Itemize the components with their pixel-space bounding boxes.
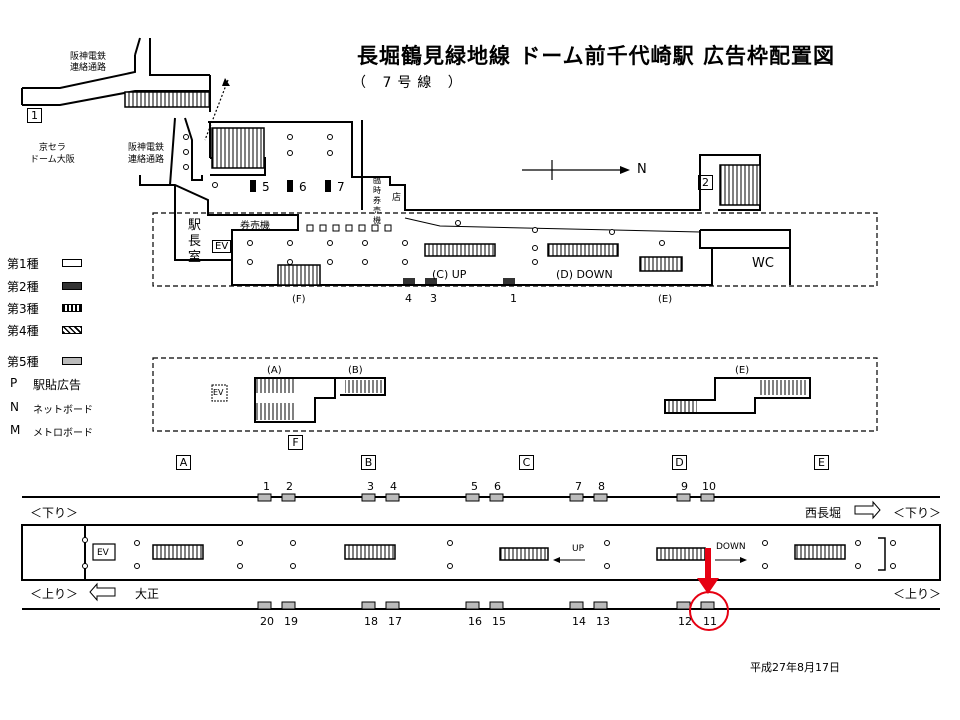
legend-n-label: ネットボード bbox=[33, 405, 93, 416]
ad-number: 20 bbox=[260, 615, 274, 628]
down-right-label: ＜下り＞ bbox=[893, 506, 942, 520]
ad-number: 8 bbox=[598, 480, 605, 493]
ad-number: 1 bbox=[263, 480, 270, 493]
exit-f-label: (F) bbox=[292, 294, 306, 305]
ad-number: 13 bbox=[596, 615, 610, 628]
ad-number: 3 bbox=[367, 480, 374, 493]
swatch-type1 bbox=[62, 259, 82, 267]
ad-number: 17 bbox=[388, 615, 402, 628]
ad-number: 18 bbox=[364, 615, 378, 628]
platform-up-label: UP bbox=[572, 544, 585, 554]
legend-type3: 第3種 bbox=[7, 302, 39, 316]
legend-m-label: メトロボード bbox=[33, 428, 93, 439]
legend-m-key: M bbox=[10, 423, 21, 437]
taisho-label: 大正 bbox=[135, 587, 160, 601]
legend-type2: 第2種 bbox=[7, 280, 39, 294]
hanshin-top-label: 阪神電鉄 連絡通路 bbox=[70, 52, 107, 73]
down-stairs-label: (D) DOWN bbox=[556, 268, 613, 281]
platform-down-label: DOWN bbox=[716, 542, 746, 552]
mid-f-box: F bbox=[288, 435, 303, 450]
hanshin-mid-label: 阪神電鉄 連絡通路 bbox=[128, 143, 165, 165]
exit-e-label: (E) bbox=[658, 294, 673, 305]
temp-ticket-label: 臨時券売機 bbox=[373, 176, 381, 225]
legend-type4: 第4種 bbox=[7, 324, 39, 338]
ad-number: 16 bbox=[468, 615, 482, 628]
ad-1: 1 bbox=[510, 292, 517, 305]
legend-n-key: N bbox=[10, 400, 19, 414]
ticket-machines-label: 券売機 bbox=[240, 221, 270, 232]
ad-number: 14 bbox=[572, 615, 586, 628]
ad-number: 5 bbox=[471, 480, 478, 493]
exit-2-box: 2 bbox=[698, 175, 713, 190]
swatch-type2 bbox=[62, 282, 82, 290]
ad-number: 7 bbox=[575, 480, 582, 493]
section-a: A bbox=[176, 455, 191, 470]
station-office-label: 駅長室 bbox=[188, 218, 202, 265]
section-d: D bbox=[672, 455, 687, 470]
ad-number: 10 bbox=[702, 480, 716, 493]
page-subtitle: （ 7号線 ） bbox=[352, 75, 468, 91]
ad-number: 15 bbox=[492, 615, 506, 628]
board-5: 5 bbox=[262, 180, 270, 194]
ad-number: 6 bbox=[494, 480, 501, 493]
legend-p-label: 駅貼広告 bbox=[33, 378, 82, 392]
up-right-label: ＜上り＞ bbox=[893, 587, 942, 601]
swatch-type4 bbox=[62, 326, 82, 334]
ad-number: 19 bbox=[284, 615, 298, 628]
ad-number: 4 bbox=[390, 480, 397, 493]
wc-label: WC bbox=[752, 256, 774, 271]
nishi-label: 西長堀 bbox=[805, 506, 842, 520]
section-c: C bbox=[519, 455, 534, 470]
legend-type1: 第1種 bbox=[7, 257, 39, 271]
legend-type5: 第5種 bbox=[7, 355, 39, 369]
ad-number: 2 bbox=[286, 480, 293, 493]
mid-ev-label: EV bbox=[213, 388, 224, 397]
legend-p-key: P bbox=[10, 376, 18, 390]
ad-number: 9 bbox=[681, 480, 688, 493]
ad-3: 3 bbox=[430, 292, 437, 305]
mid-a-label: (A) bbox=[267, 365, 282, 376]
north-label: N bbox=[637, 162, 647, 177]
mid-e-label: (E) bbox=[735, 365, 750, 376]
date-label: 平成27年8月17日 bbox=[750, 661, 840, 674]
shop-label: 店 bbox=[392, 193, 402, 203]
swatch-type5 bbox=[62, 357, 82, 365]
up-stairs-label: (C) UP bbox=[432, 268, 467, 281]
ev-label: EV bbox=[212, 240, 232, 253]
page-title: 長堀鶴見緑地線 ドーム前千代崎駅 広告枠配置図 bbox=[357, 44, 835, 68]
down-left-label: ＜下り＞ bbox=[30, 506, 79, 520]
highlight-marker bbox=[689, 548, 729, 631]
swatch-type3 bbox=[62, 304, 82, 312]
section-e: E bbox=[814, 455, 829, 470]
board-7: 7 bbox=[337, 180, 345, 194]
ad-4: 4 bbox=[405, 292, 412, 305]
kyocera-label: 京セラ ドーム大阪 bbox=[30, 143, 75, 165]
section-b: B bbox=[361, 455, 376, 470]
ad-number-highlighted: 11 bbox=[703, 615, 717, 628]
mid-b-label: (B) bbox=[348, 365, 363, 376]
up-left-label: ＜上り＞ bbox=[30, 587, 79, 601]
platform-ev-label: EV bbox=[97, 548, 109, 558]
ad-number: 12 bbox=[678, 615, 692, 628]
board-6: 6 bbox=[299, 180, 307, 194]
exit-1-box: 1 bbox=[27, 108, 42, 123]
